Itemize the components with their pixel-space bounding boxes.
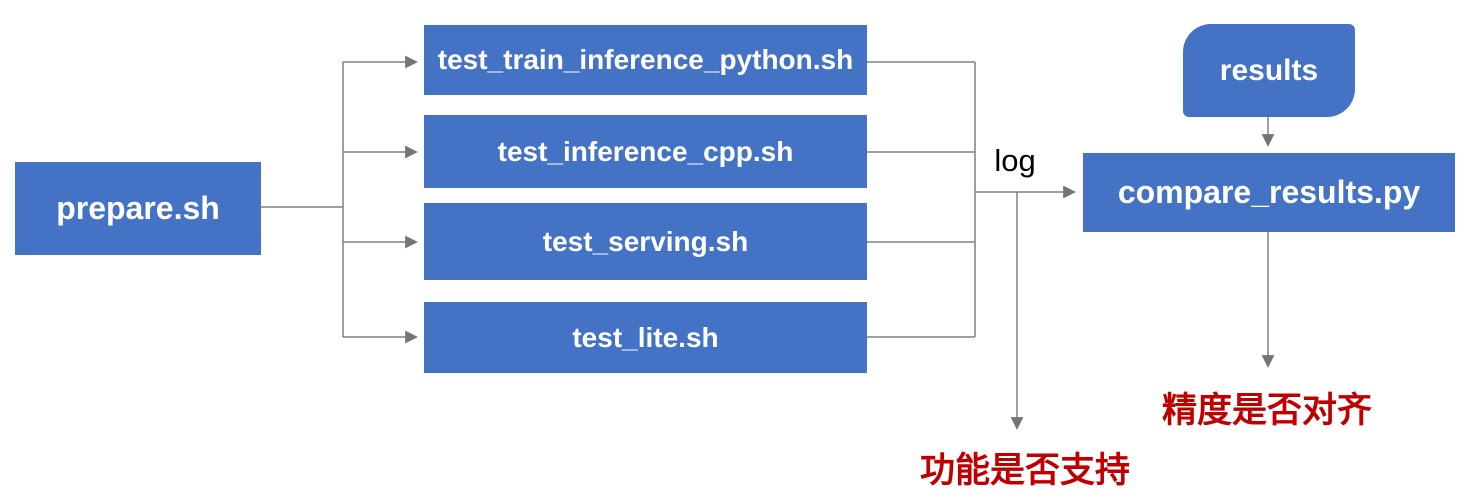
node-prepare-sh: prepare.sh (15, 162, 261, 255)
node-results: results (1183, 24, 1355, 117)
node-test-train-inference-python-sh: test_train_inference_python.sh (424, 25, 867, 95)
edge-label-log: log (994, 143, 1036, 178)
node-compare-results-py: compare_results.py (1083, 153, 1455, 232)
node-test-serving-sh: test_serving.sh (424, 203, 867, 280)
node-test-lite-sh: test_lite.sh (424, 302, 867, 373)
node-test-inference-cpp-sh: test_inference_cpp.sh (424, 115, 867, 188)
annotation-function-support: 功能是否支持 (919, 451, 1130, 490)
annotation-precision-aligned: 精度是否对齐 (1161, 391, 1372, 430)
